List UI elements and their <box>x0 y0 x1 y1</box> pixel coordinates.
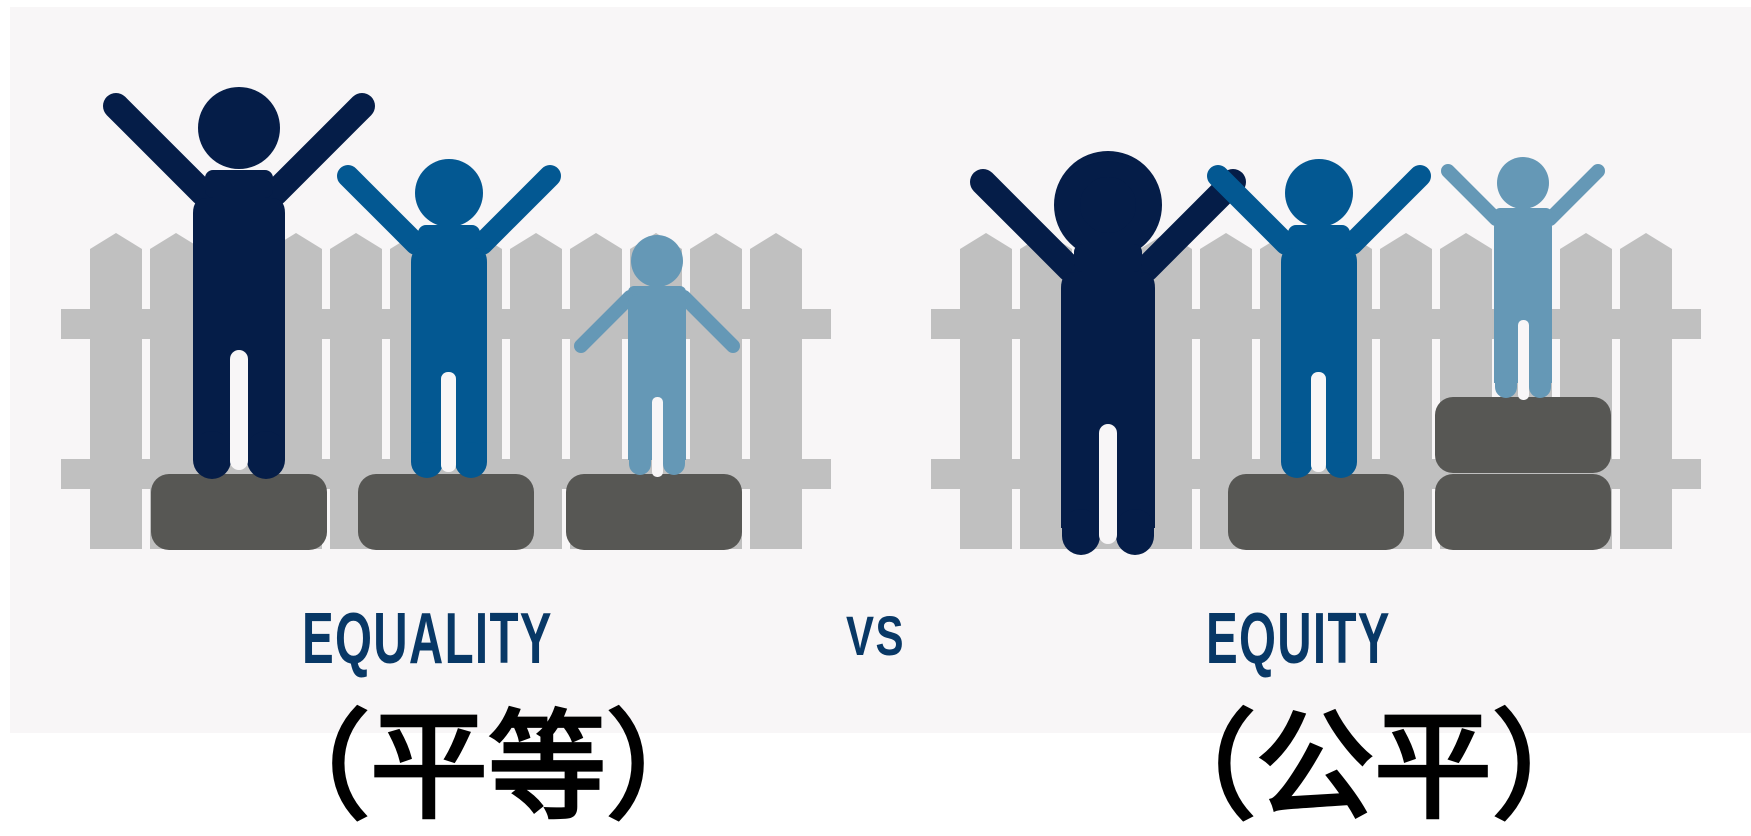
box-equity-short-top <box>1435 397 1611 473</box>
person-tall-equality <box>103 87 375 479</box>
box-equity-short-bottom <box>1435 474 1611 550</box>
person-tall-equity <box>970 151 1246 555</box>
person-medium-equity <box>1207 159 1431 478</box>
vs-label: VS <box>846 604 906 667</box>
equality-label: EQUALITY <box>302 599 553 679</box>
box-equality-2 <box>358 474 534 550</box>
equity-label: EQUITY <box>1206 599 1391 679</box>
equality-chinese-label: （平等） <box>252 698 725 836</box>
box-equity-medium <box>1228 474 1404 550</box>
box-equality-1 <box>151 474 327 550</box>
person-short-equity <box>1441 157 1605 400</box>
box-equality-3 <box>566 474 742 550</box>
person-short-equality <box>574 235 740 477</box>
equity-chinese-label: （公平） <box>1138 698 1611 836</box>
person-medium-equality <box>337 159 561 478</box>
